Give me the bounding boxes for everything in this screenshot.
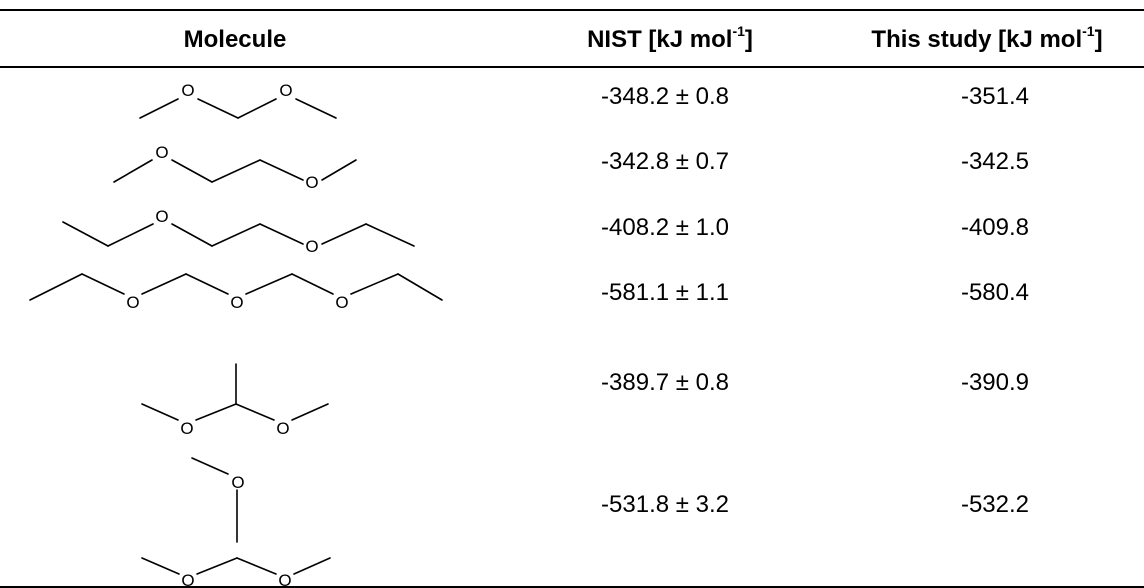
atom-label: O (276, 419, 289, 438)
table-bottom-rule (0, 586, 1144, 588)
atom-label: O (181, 81, 194, 100)
table-cell-this-study: -409.8 (960, 214, 1030, 241)
table-header-rule (0, 66, 1144, 68)
molecule-structure-6: O O O (141, 457, 331, 588)
atom-label: O (231, 473, 244, 492)
header-molecule: Molecule (183, 26, 287, 53)
header-nist: NIST [kJ mol-1] (587, 23, 753, 53)
molecule-structure-5: O O (141, 363, 329, 438)
atom-label: O (155, 143, 168, 162)
molecule-structure-3: O O (62, 207, 415, 256)
molecule-structure-4: O O O (29, 273, 443, 312)
table-cell-this-study: -351.4 (960, 83, 1030, 110)
table-cell-nist: -389.7 ± 0.8 (601, 369, 729, 396)
atom-label: O (305, 237, 318, 256)
molecule-structure-2: O O (113, 143, 357, 192)
atom-label: O (155, 207, 168, 226)
table-cell-nist: -531.8 ± 3.2 (601, 491, 729, 518)
header-this-study: This study [kJ mol-1] (871, 23, 1103, 53)
molecule-structure-1: O O (139, 81, 337, 119)
table-top-rule (0, 9, 1144, 11)
table-cell-this-study: -580.4 (960, 279, 1030, 306)
table-cell-nist: -581.1 ± 1.1 (601, 279, 729, 306)
atom-label: O (278, 571, 291, 588)
atom-label: O (180, 419, 193, 438)
atom-label: O (279, 81, 292, 100)
table-cell-this-study: -532.2 (960, 491, 1030, 518)
table-cell-this-study: -390.9 (960, 369, 1030, 396)
atom-label: O (230, 293, 243, 312)
table-cell-this-study: -342.5 (960, 148, 1030, 175)
table-cell-nist: -408.2 ± 1.0 (601, 214, 729, 241)
atom-label: O (335, 293, 348, 312)
atom-label: O (126, 293, 139, 312)
atom-label: O (305, 173, 318, 192)
atom-label: O (181, 571, 194, 588)
table-cell-nist: -348.2 ± 0.8 (601, 83, 729, 110)
table-cell-nist: -342.8 ± 0.7 (601, 148, 729, 175)
